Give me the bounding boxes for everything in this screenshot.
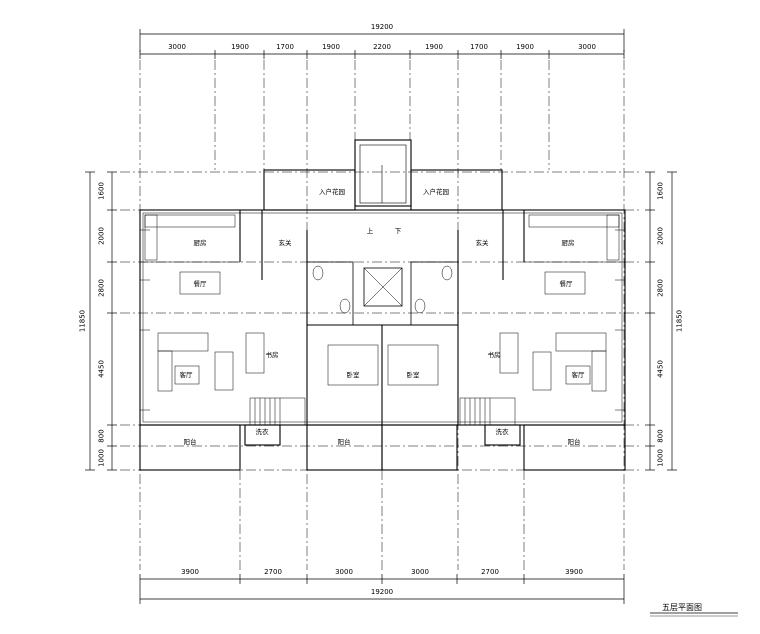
overall-width-top: 19200: [370, 23, 394, 31]
furniture: [144, 214, 620, 392]
top-dim: 1700: [276, 43, 294, 51]
room-label-balcony: 阳台: [337, 437, 351, 446]
right-dim: 1600: [656, 182, 665, 200]
right-dim: 4450: [656, 360, 665, 378]
room-label-dining: 餐厅: [559, 279, 573, 288]
top-dim: 1900: [231, 43, 249, 51]
room-label-entry-garden: 入户花园: [423, 187, 449, 196]
left-dim: 800: [97, 429, 106, 443]
right-dim: 2000: [656, 227, 665, 245]
right-dim: 800: [656, 429, 665, 443]
left-dim: 2800: [97, 279, 106, 297]
right-dim: 2800: [656, 279, 665, 297]
left-dim: 2000: [97, 227, 106, 245]
bottom-dim: 3900: [565, 568, 583, 576]
top-dim: 1900: [516, 43, 534, 51]
room-label-kitchen: 厨房: [193, 238, 207, 247]
bottom-dim: 2700: [481, 568, 499, 576]
room-label-kitchen: 厨房: [561, 238, 575, 247]
left-dim: 1600: [97, 182, 106, 200]
room-label-balcony: 阳台: [567, 437, 581, 446]
axis-grid: [120, 60, 640, 570]
room-label-balcony: 阳台: [183, 437, 197, 446]
left-dimension-lines: [85, 171, 117, 471]
title-underline: [650, 612, 738, 617]
bottom-dim: 3000: [335, 568, 353, 576]
overall-depth-left: 11850: [78, 309, 87, 333]
room-label-foyer: 玄关: [475, 238, 489, 247]
right-dimension-lines: [645, 171, 677, 471]
top-dim: 1700: [470, 43, 488, 51]
room-label-laundry: 洗衣: [495, 427, 509, 436]
room-label-dining: 餐厅: [193, 279, 207, 288]
bottom-dim: 3900: [181, 568, 199, 576]
room-label-entry-garden: 入户花园: [319, 187, 345, 196]
room-label-laundry: 洗衣: [255, 427, 269, 436]
room-label-living: 客厅: [179, 370, 193, 379]
stair-up-label: 上: [366, 226, 374, 235]
bottom-dimension-lines: [139, 574, 625, 604]
walls: [139, 139, 626, 471]
room-label-study: 书房: [265, 350, 279, 359]
right-dim: 1000: [656, 449, 665, 467]
left-dim: 1000: [97, 449, 106, 467]
stair-down-label: 下: [394, 226, 402, 235]
room-label-living: 客厅: [571, 370, 585, 379]
top-dim: 1900: [425, 43, 443, 51]
bottom-dim: 2700: [264, 568, 282, 576]
top-dim: 3000: [578, 43, 596, 51]
left-dim: 4450: [97, 360, 106, 378]
room-label-foyer: 玄关: [278, 238, 292, 247]
top-dim: 1900: [322, 43, 340, 51]
top-dimension-lines: [139, 29, 625, 59]
top-dim: 2200: [373, 43, 391, 51]
room-label-bedroom: 卧室: [346, 370, 360, 379]
bottom-dim: 3000: [411, 568, 429, 576]
overall-depth-right: 11850: [675, 309, 684, 333]
top-dim: 3000: [168, 43, 186, 51]
drawing-title: 五层平面图: [662, 603, 702, 612]
overall-width-bottom: 19200: [370, 588, 394, 596]
room-label-study: 书房: [487, 350, 501, 359]
room-label-bedroom: 卧室: [406, 370, 420, 379]
